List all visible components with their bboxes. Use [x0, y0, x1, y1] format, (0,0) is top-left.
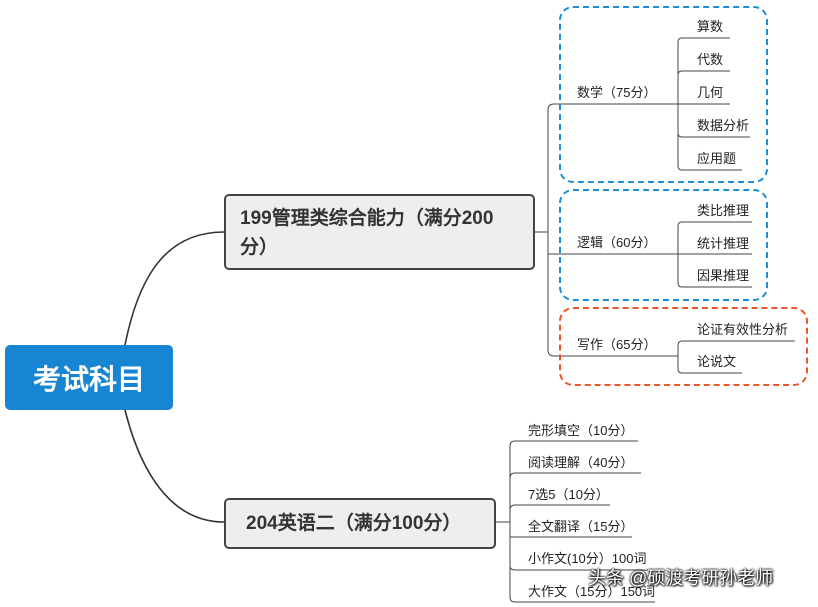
- root-node[interactable]: 考试科目: [5, 345, 173, 410]
- logic-group-box: [559, 189, 768, 301]
- english-item-translation[interactable]: 全文翻译（15分）: [528, 519, 634, 534]
- math-group-box: [559, 6, 768, 183]
- math-item-geometry[interactable]: 几何: [697, 85, 724, 100]
- logic-node[interactable]: 逻辑（60分）: [577, 235, 657, 250]
- branch-204-node[interactable]: 204英语二（满分100分）: [224, 498, 496, 549]
- english-item-cloze[interactable]: 完形填空（10分）: [528, 423, 634, 438]
- math-item-arithmetic[interactable]: 算数: [697, 19, 724, 34]
- writing-node[interactable]: 写作（65分）: [577, 337, 657, 352]
- math-item-data-analysis[interactable]: 数据分析: [697, 118, 750, 133]
- english-item-long-essay[interactable]: 大作文（15分）150词: [528, 584, 656, 599]
- english-item-reading[interactable]: 阅读理解（40分）: [528, 455, 634, 470]
- branch-199-node[interactable]: 199管理类综合能力（满分200分）: [224, 194, 535, 270]
- logic-item-causal[interactable]: 因果推理: [697, 268, 750, 283]
- math-item-applied[interactable]: 应用题: [697, 151, 737, 166]
- english-item-7-of-5[interactable]: 7选5（10分）: [528, 487, 609, 502]
- logic-item-statistical[interactable]: 统计推理: [697, 236, 750, 251]
- writing-group-box: [559, 307, 808, 386]
- english-item-short-essay[interactable]: 小作文(10分）100词: [528, 551, 647, 566]
- math-node[interactable]: 数学（75分）: [577, 85, 657, 100]
- watermark: 头条 @硕渡考研孙老师: [588, 568, 774, 588]
- writing-item-essay[interactable]: 论说文: [697, 354, 737, 369]
- math-item-algebra[interactable]: 代数: [697, 52, 724, 67]
- logic-item-analogy[interactable]: 类比推理: [697, 203, 750, 218]
- writing-item-argument-analysis[interactable]: 论证有效性分析: [697, 322, 789, 337]
